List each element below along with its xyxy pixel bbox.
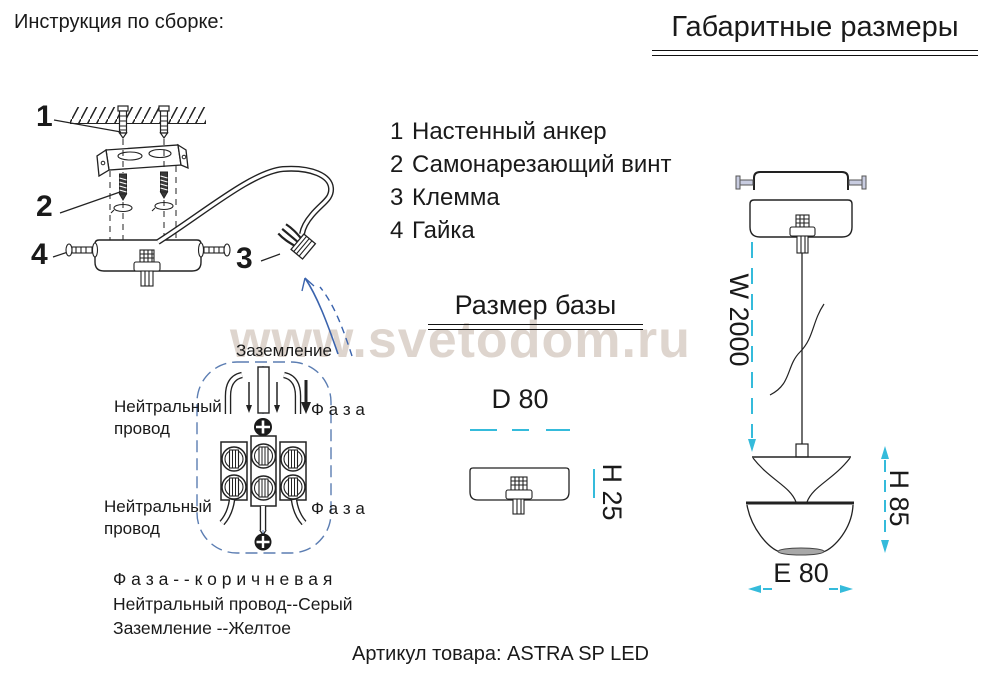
leader-1 bbox=[53, 119, 122, 133]
phase-label-bottom: Ф а з а bbox=[311, 499, 365, 518]
base-bolt bbox=[505, 476, 533, 515]
screw-head-icon bbox=[254, 533, 272, 551]
dim-e80: E 80 bbox=[773, 558, 829, 588]
assembly-diagram bbox=[52, 105, 353, 357]
phase-label-top: Ф а з а bbox=[311, 400, 365, 419]
dim-d80: D 80 bbox=[491, 384, 549, 414]
base-size-heading: Размер базы bbox=[428, 290, 643, 331]
bracket-screw-right bbox=[848, 175, 867, 190]
base-diagram bbox=[469, 429, 595, 515]
dim-h85: H 85 bbox=[884, 469, 915, 527]
wire-color-key: Ф а з а - - к о р и ч н е в а я Нейтраль… bbox=[113, 567, 353, 641]
part-number: 4 bbox=[390, 217, 404, 244]
e80-dim-line bbox=[748, 585, 853, 593]
wire-break bbox=[769, 303, 825, 396]
part-label: Настенный анкер bbox=[412, 118, 607, 145]
wall-anchor-icon bbox=[158, 105, 170, 139]
side-screw-right bbox=[197, 242, 231, 258]
guide-arrow bbox=[301, 277, 353, 357]
watermark-text: www.svetodom.ru bbox=[230, 311, 691, 369]
neutral-label-top: Нейтральный провод bbox=[114, 397, 222, 438]
part-label: Самонарезающий винт bbox=[412, 151, 672, 178]
ceiling-hatch bbox=[70, 107, 206, 123]
color-key-neutral: Нейтральный провод--Серый bbox=[113, 593, 353, 614]
leader-4 bbox=[52, 251, 69, 258]
double-underline bbox=[428, 324, 643, 331]
dimensions-heading: Габаритные размеры bbox=[650, 10, 980, 56]
callout-1: 1 bbox=[36, 100, 53, 133]
w2000-dim-line bbox=[748, 242, 756, 452]
dim-w2000: W 2000 bbox=[724, 273, 755, 367]
callout-3: 3 bbox=[236, 242, 253, 275]
terminal-connector bbox=[277, 223, 317, 260]
screw-icon bbox=[159, 171, 169, 199]
color-key-ground: Заземление --Желтое bbox=[113, 618, 291, 638]
part-number: 1 bbox=[390, 118, 404, 145]
pendant-bolt bbox=[789, 214, 816, 254]
article-number: Артикул товара: ASTRA SP LED bbox=[352, 643, 649, 665]
screw-head-icon bbox=[254, 418, 272, 436]
part-row: 1 Настенный анкер bbox=[390, 115, 672, 148]
leader-3 bbox=[260, 253, 281, 262]
cable bbox=[156, 165, 335, 245]
wiring-diagram bbox=[196, 361, 332, 554]
canopy-bolt bbox=[133, 249, 161, 287]
screw-icon bbox=[118, 173, 128, 201]
part-label: Клемма bbox=[412, 184, 500, 211]
ground-label: Заземление bbox=[236, 341, 332, 360]
double-underline bbox=[652, 49, 978, 56]
ground-wire bbox=[257, 366, 270, 414]
leader-2 bbox=[59, 191, 121, 214]
side-screw-left bbox=[65, 242, 99, 258]
pendant-diagram bbox=[735, 171, 889, 593]
h85-dim-line bbox=[881, 446, 889, 553]
neutral-label-bottom: Нейтральный провод bbox=[104, 497, 212, 538]
part-row: 2 Самонарезающий винт bbox=[390, 148, 672, 181]
lamp-shade bbox=[746, 443, 854, 556]
wiring-border bbox=[196, 361, 332, 554]
wall-anchor-icon bbox=[117, 105, 129, 139]
pendant-bracket bbox=[753, 171, 849, 190]
base-size-heading-text: Размер базы bbox=[454, 290, 617, 320]
terminal-screws bbox=[221, 443, 306, 501]
part-row: 4 Гайка bbox=[390, 214, 672, 247]
bracket-screw-left bbox=[735, 175, 754, 190]
dim-h25: H 25 bbox=[597, 463, 628, 521]
callout-4: 4 bbox=[31, 238, 48, 271]
mounting-bracket bbox=[96, 143, 189, 178]
part-number: 3 bbox=[390, 184, 404, 211]
part-number: 2 bbox=[390, 151, 404, 178]
dimensions-heading-text: Габаритные размеры bbox=[671, 11, 959, 43]
part-label: Гайка bbox=[412, 217, 475, 244]
page-title: Инструкция по сборке: bbox=[14, 11, 225, 33]
part-row: 3 Клемма bbox=[390, 181, 672, 214]
callout-2: 2 bbox=[36, 190, 53, 223]
color-key-phase: Ф а з а - - к о р и ч н е в а я bbox=[113, 569, 333, 589]
